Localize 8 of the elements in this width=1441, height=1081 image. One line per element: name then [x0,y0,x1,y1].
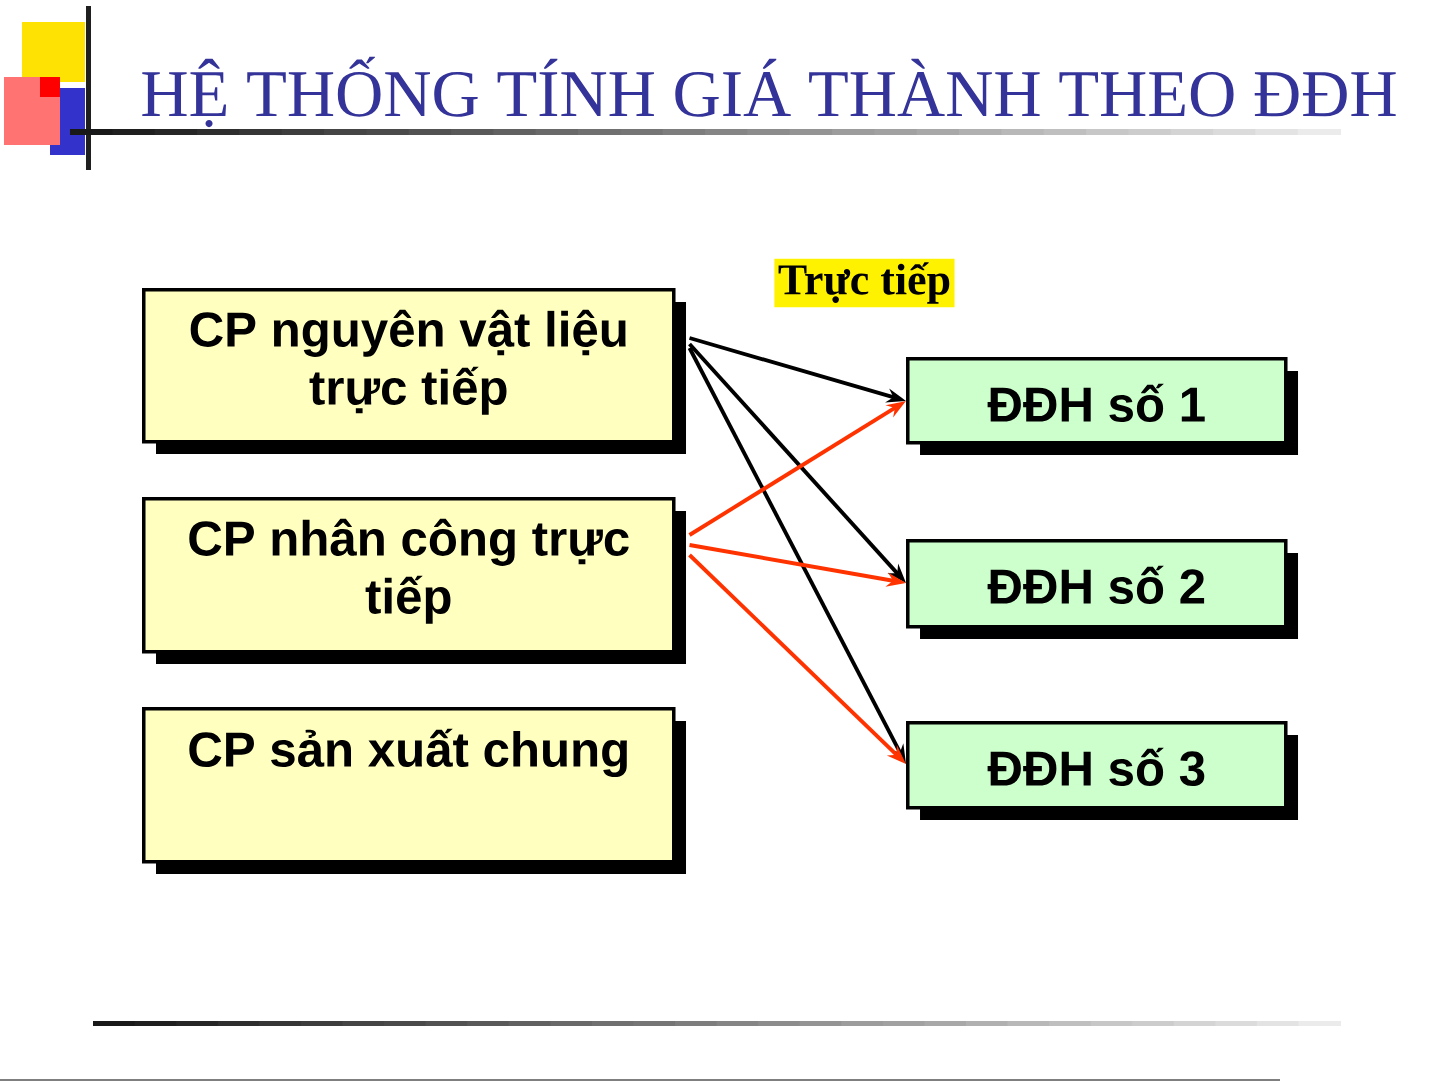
cost-box: CP nhân công trực tiếp [142,497,686,664]
order-box: ĐĐH số 2 [906,539,1298,639]
title: HỆ THỐNG TÍNH GIÁ THÀNH THEO ĐĐH [142,56,1396,128]
order-box: ĐĐH số 1 [906,357,1298,455]
cost-box: CP sản xuất chung [142,707,686,874]
cost-box: CP nguyên vật liệu trực tiếp [142,288,686,454]
order-box: ĐĐH số 3 [906,721,1298,820]
highlighted-label: Trực tiếp [774,258,955,308]
